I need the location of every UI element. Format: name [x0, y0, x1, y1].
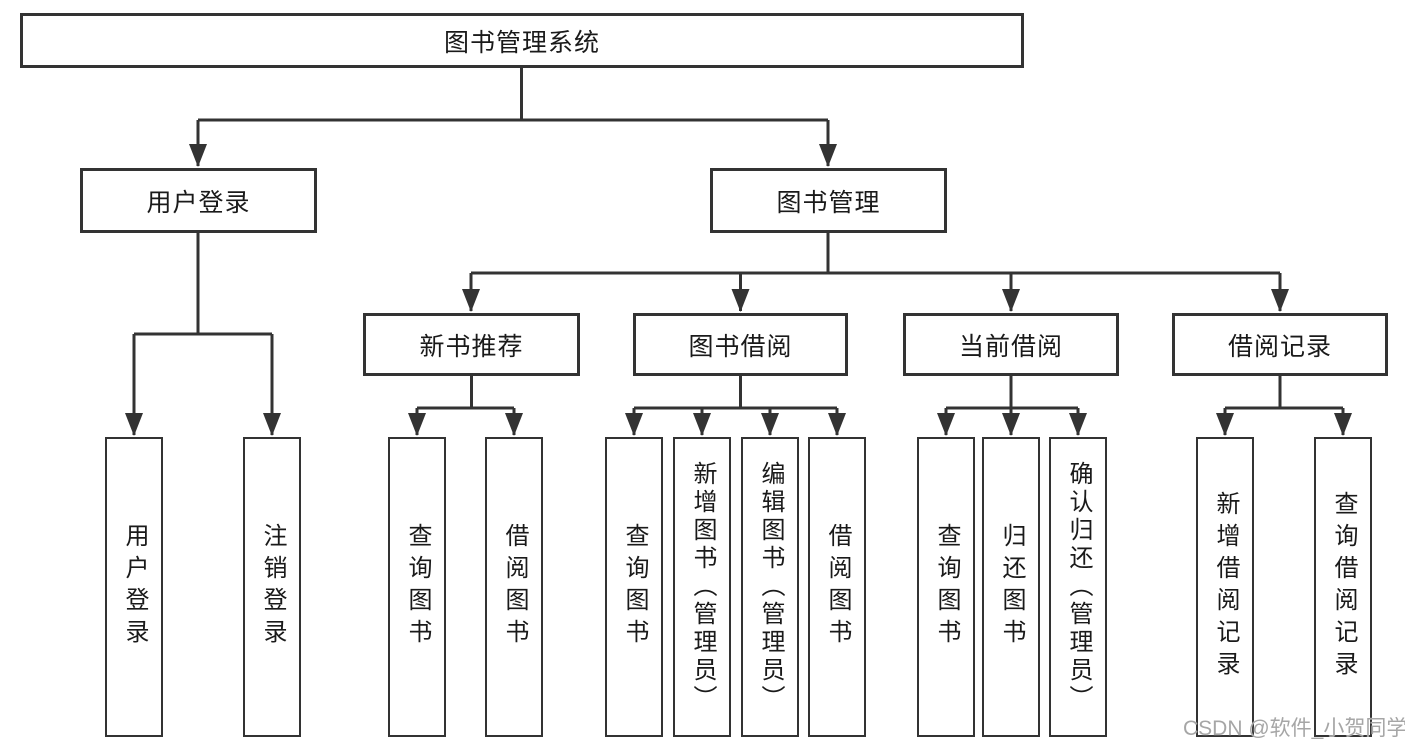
node-label: 借阅图书: [501, 523, 528, 651]
node-book-borrow: 图书借阅: [633, 313, 848, 376]
watermark: CSDN @软件_小贺同学: [1183, 717, 1405, 740]
node-label: 归还图书: [998, 523, 1025, 651]
node-label: 图书管理系统: [443, 28, 600, 57]
leaf-add-borrow-record: 新增借阅记录: [1196, 437, 1254, 737]
node-current-borrow: 当前借阅: [903, 313, 1119, 376]
node-label: 图书借阅: [688, 332, 793, 361]
leaf-query-book-2: 查询图书: [605, 437, 663, 737]
leaf-query-book-3: 查询图书: [917, 437, 975, 737]
node-label: 确认归还（管理员）: [1065, 461, 1092, 713]
leaf-query-borrow-record: 查询借阅记录: [1314, 437, 1372, 737]
node-label: 图书管理: [776, 188, 881, 217]
node-label: 查询图书: [933, 523, 960, 651]
node-label: 新书推荐: [419, 332, 524, 361]
leaf-logout: 注销登录: [243, 437, 301, 737]
node-label: 查询图书: [404, 523, 431, 651]
leaf-query-book-1: 查询图书: [388, 437, 446, 737]
node-label: 借阅图书: [824, 523, 851, 651]
leaf-borrow-book-1: 借阅图书: [485, 437, 543, 737]
node-user-login-group: 用户登录: [80, 168, 317, 233]
leaf-add-book-admin: 新增图书（管理员）: [673, 437, 731, 737]
node-book-management: 图书管理: [710, 168, 947, 233]
node-label: 查询图书: [621, 523, 648, 651]
node-borrow-records: 借阅记录: [1172, 313, 1388, 376]
node-label: 当前借阅: [958, 332, 1063, 361]
leaf-user-login: 用户登录: [105, 437, 163, 737]
node-label: 用户登录: [121, 523, 148, 651]
node-new-book-recommend: 新书推荐: [363, 313, 580, 376]
leaf-return-book: 归还图书: [982, 437, 1040, 737]
node-label: 新增借阅记录: [1212, 491, 1239, 683]
leaf-confirm-return-admin: 确认归还（管理员）: [1049, 437, 1107, 737]
leaf-edit-book-admin: 编辑图书（管理员）: [741, 437, 799, 737]
node-label: 借阅记录: [1227, 332, 1332, 361]
node-label: 查询借阅记录: [1330, 491, 1357, 683]
node-label: 新增图书（管理员）: [689, 461, 716, 713]
node-label: 注销登录: [259, 523, 286, 651]
leaf-borrow-book-2: 借阅图书: [808, 437, 866, 737]
node-library-management-system: 图书管理系统: [20, 13, 1024, 68]
node-label: 用户登录: [146, 188, 251, 217]
node-label: 编辑图书（管理员）: [757, 461, 784, 713]
